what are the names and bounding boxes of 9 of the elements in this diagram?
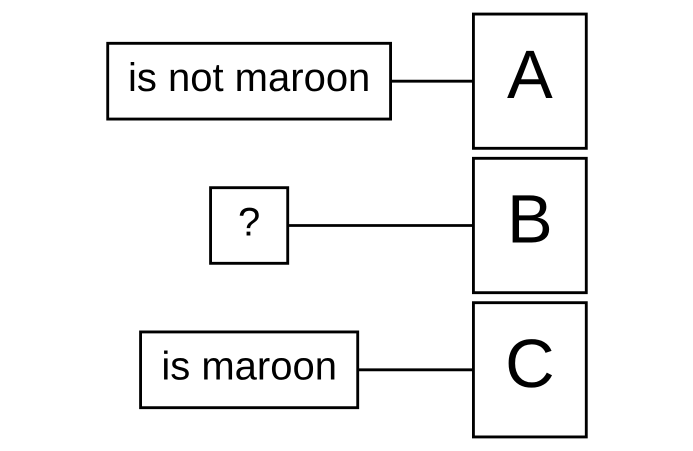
node-box: ? — [208, 186, 289, 265]
node-box: A — [472, 12, 588, 150]
node-box: B — [472, 156, 588, 294]
node-box: C — [472, 301, 588, 438]
node-box: is maroon — [138, 330, 359, 410]
connector — [358, 368, 473, 372]
node-box: is not maroon — [106, 42, 392, 120]
connector — [390, 80, 472, 83]
connector — [288, 224, 473, 227]
